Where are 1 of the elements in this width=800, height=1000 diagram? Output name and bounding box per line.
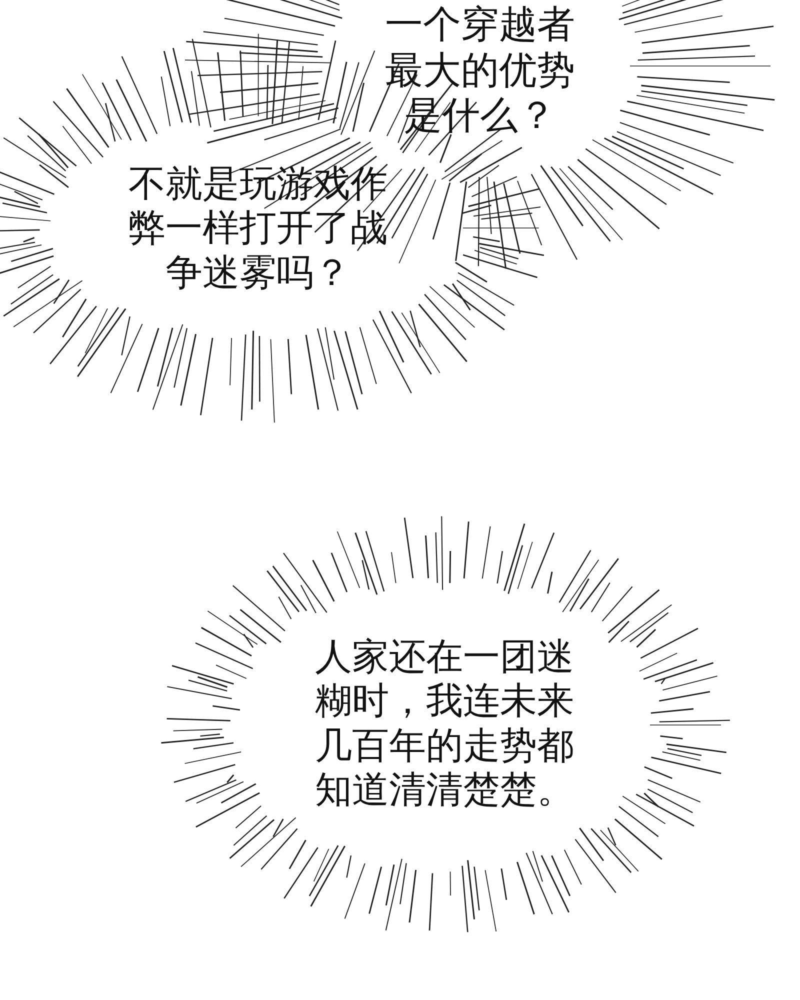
speech-text: 人家还在一团迷糊时，我连未来几百年的走势都知道清清楚楚。 bbox=[307, 635, 582, 813]
